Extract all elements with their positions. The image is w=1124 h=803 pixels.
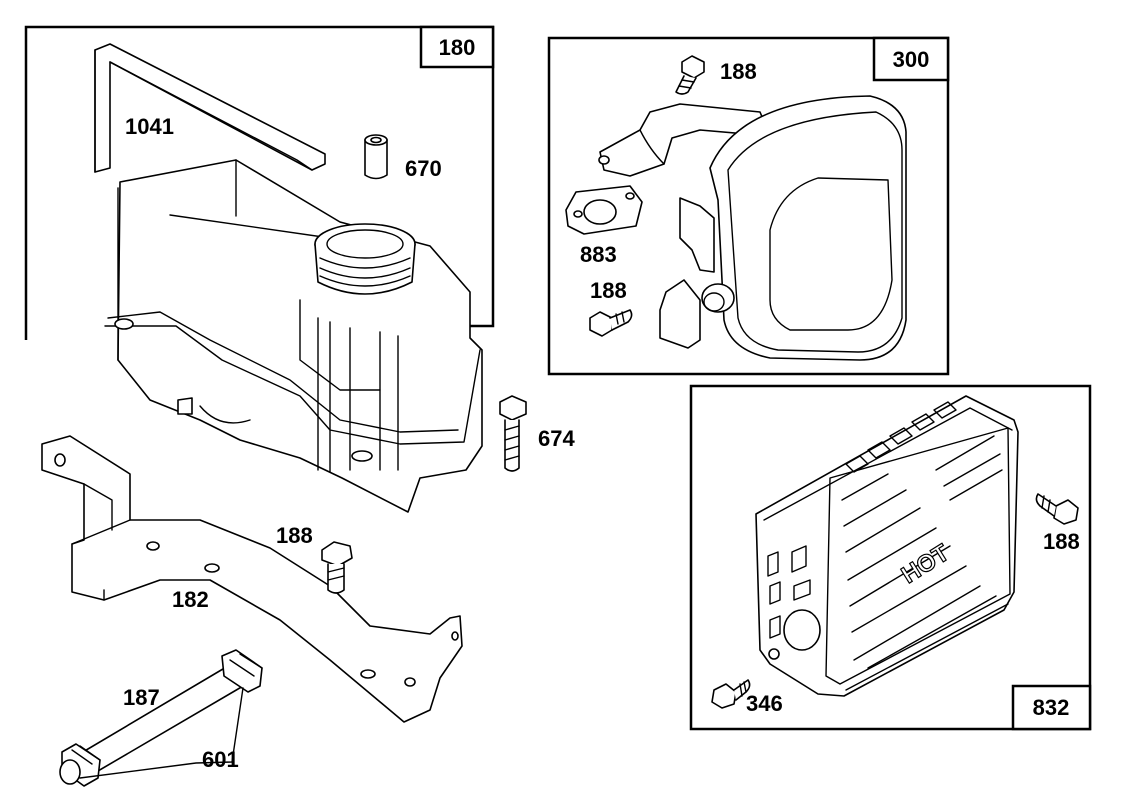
- muffler-top-screw-label: 188: [720, 59, 757, 84]
- muffler-group-label-box: [872, 36, 950, 82]
- guard-group-label-box: [1011, 684, 1092, 731]
- muffler-screw-label: 188: [590, 278, 627, 303]
- brace-part: [94, 43, 326, 173]
- bracket-bolt-part: [321, 541, 353, 594]
- brace-label: 1041: [125, 114, 174, 139]
- guard-right-screw-label: 188: [1043, 529, 1080, 554]
- tank-bolt-label: 674: [538, 426, 575, 451]
- gasket-label: 883: [580, 242, 617, 267]
- bracket-bolt-label: 188: [276, 523, 313, 548]
- tank-bolt-part: [499, 395, 527, 472]
- bushing-label: 670: [405, 156, 442, 181]
- muffler-screw-part: [589, 309, 633, 337]
- tank-group-label-box: [419, 25, 495, 69]
- fuel-line-part: [59, 649, 263, 787]
- tank-group: 180 1041 670: [24, 25, 575, 787]
- muffler-top-screw-part: [675, 55, 705, 95]
- clamps-label: 601: [202, 747, 239, 772]
- guard-group-frame: [689, 384, 1092, 731]
- clamp-leader-lines: [79, 687, 244, 779]
- fuel-line-label: 187: [123, 685, 160, 710]
- guard-group-number: 832: [1033, 695, 1070, 720]
- bracket-part: [41, 435, 463, 723]
- guard-right-screw-part: [1035, 493, 1079, 525]
- guard-group: 832 HOT 188: [689, 384, 1092, 731]
- muffler-group-frame: [547, 36, 950, 376]
- tank-group-number: 180: [439, 35, 476, 60]
- gasket-part: [565, 185, 643, 235]
- muffler-guard-part: HOT: [755, 395, 1019, 697]
- muffler-group: 300 188 883: [547, 36, 950, 376]
- fuel-tank-part: [104, 159, 483, 513]
- bracket-label: 182: [172, 587, 209, 612]
- guard-screw-part: [711, 679, 751, 709]
- muffler-body-part: [659, 95, 907, 361]
- guard-screw-label: 346: [746, 691, 783, 716]
- muffler-group-number: 300: [893, 47, 930, 72]
